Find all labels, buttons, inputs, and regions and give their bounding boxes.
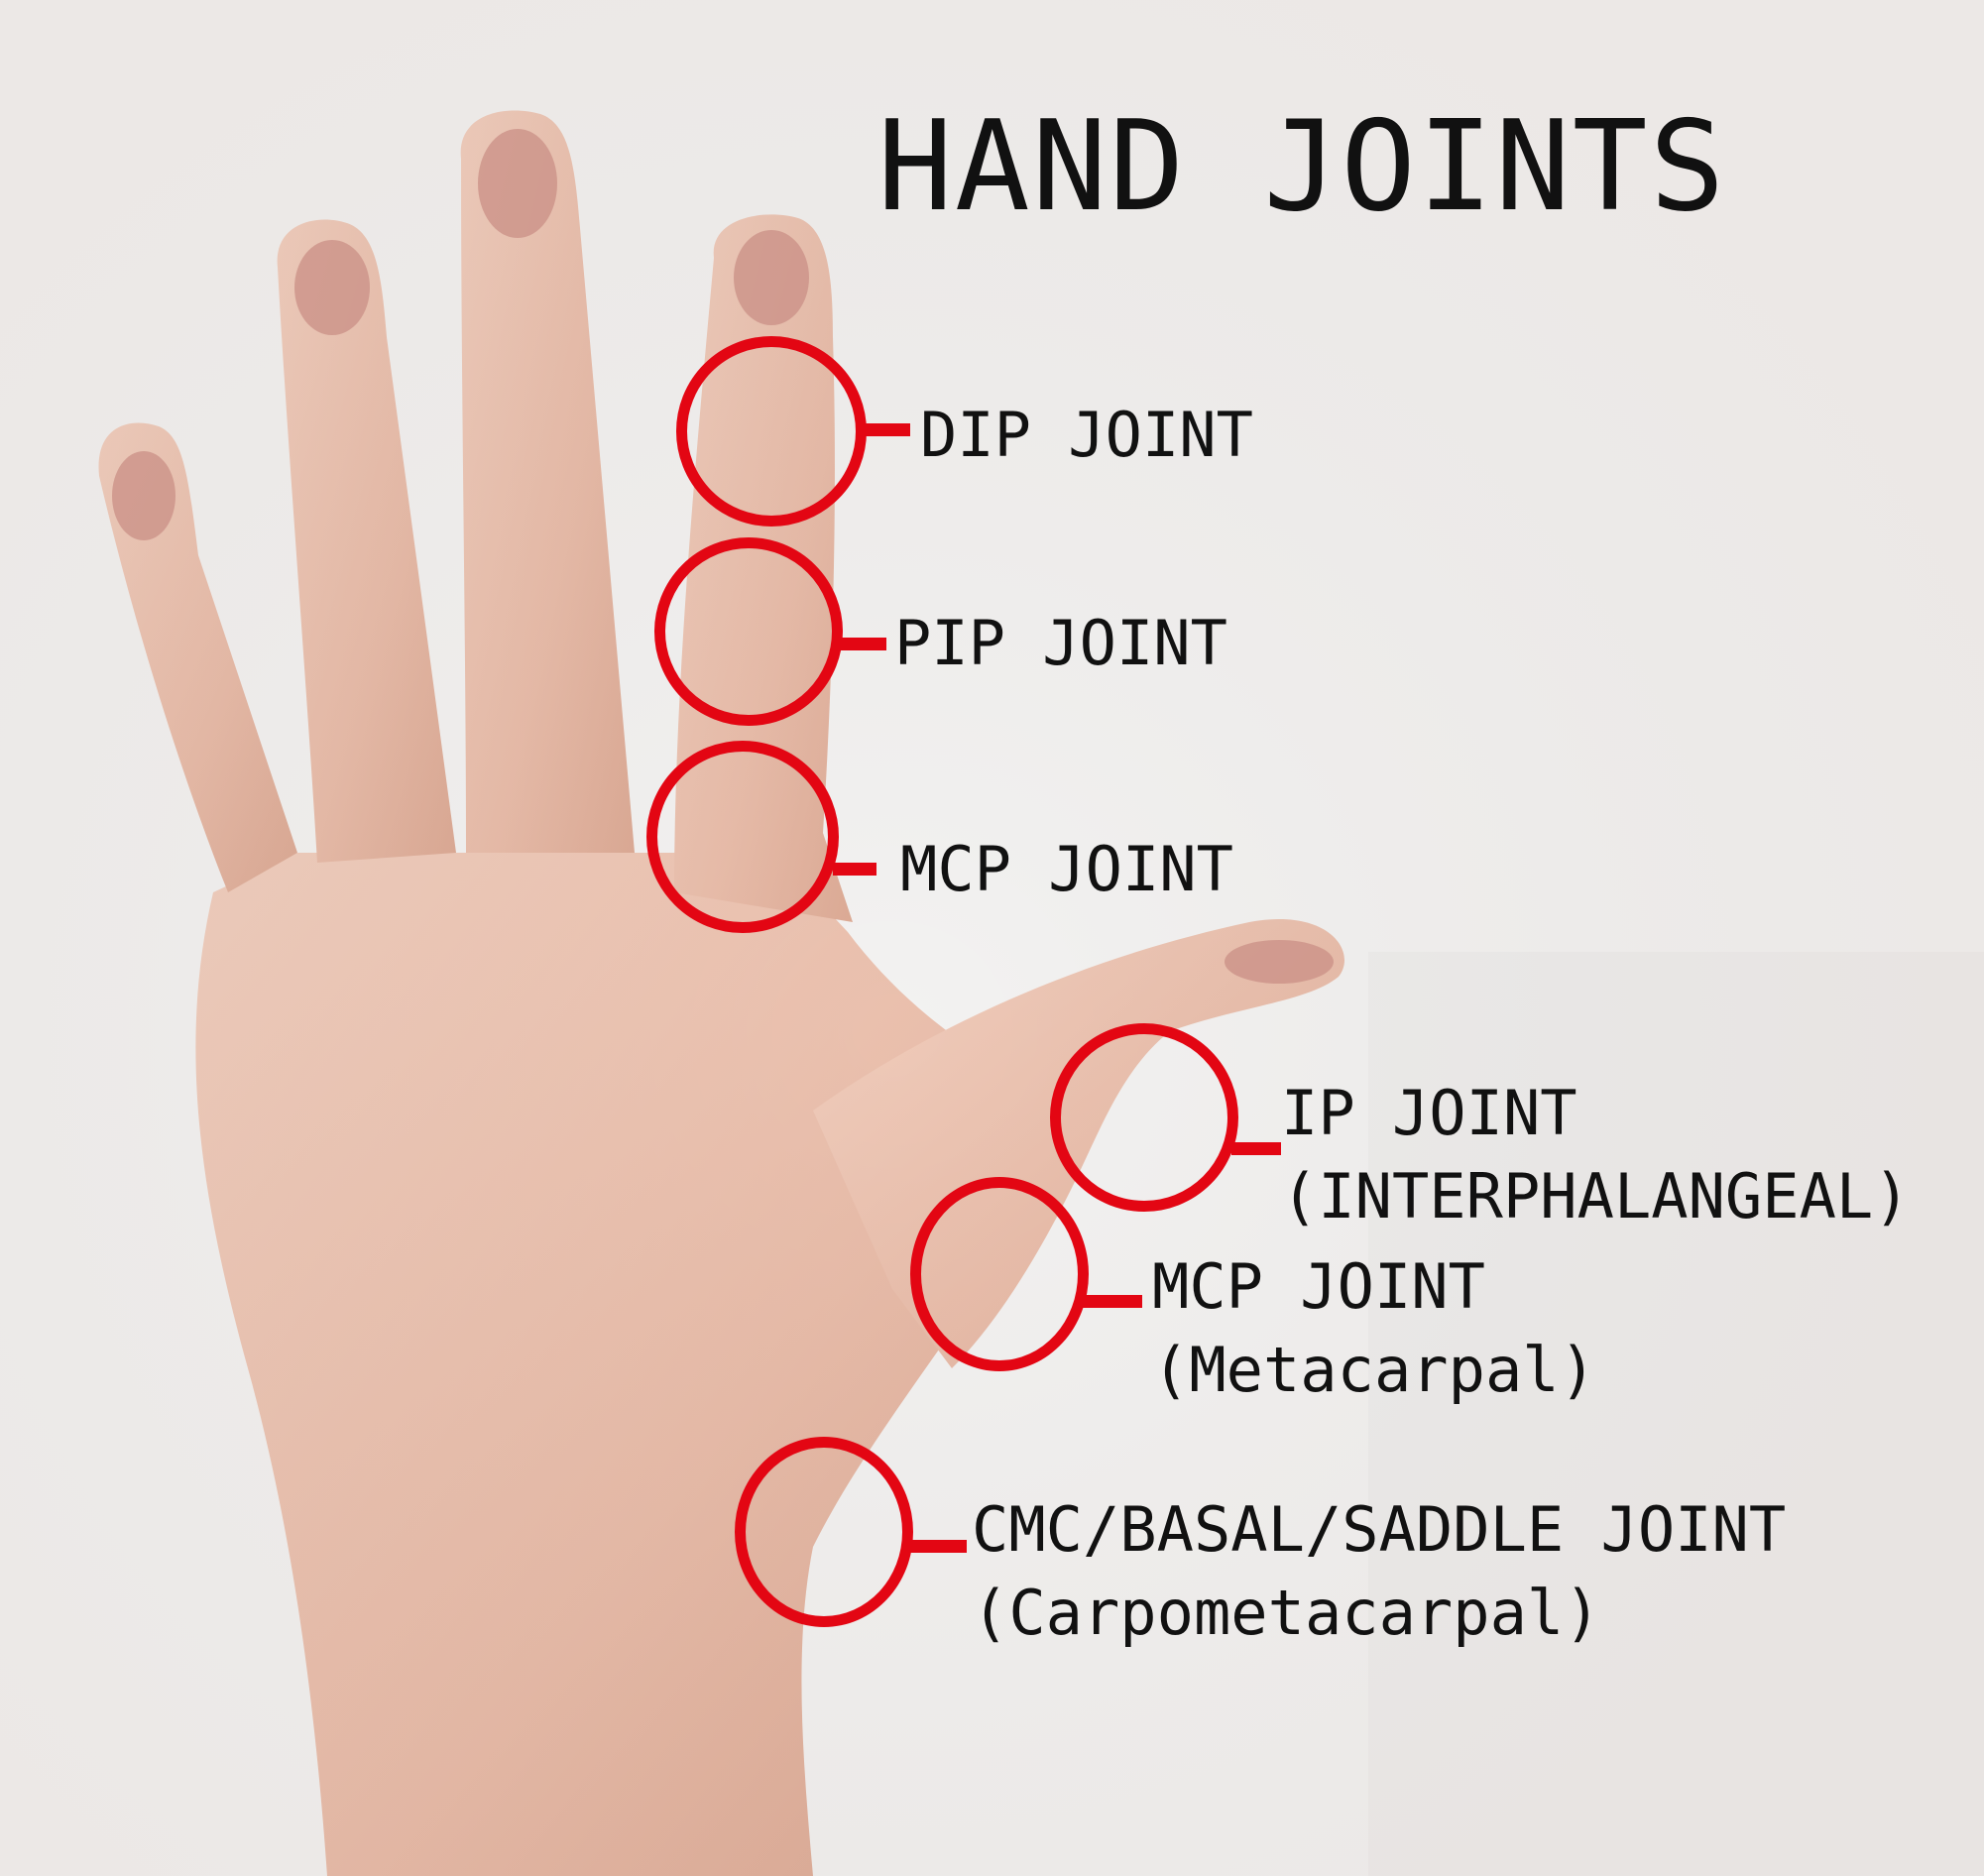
ip-thumb-joint-label: IP JOINT (INTERPHALANGEAL) [1281,1072,1911,1238]
dip-joint-leader [861,423,910,436]
dip-joint-label: DIP JOINT [920,394,1253,477]
cmc-joint-name: CMC/BASAL/SADDLE JOINT [972,1493,1787,1566]
mcp-thumb-joint-leader [1083,1295,1142,1308]
dip-joint-name: DIP JOINT [920,399,1253,471]
pip-joint-leader [837,638,886,650]
mcp-thumb-joint-name: MCP JOINT [1152,1250,1485,1323]
mcp-thumb-joint-fullname: (Metacarpal) [1152,1334,1596,1406]
mcp-finger-joint-name: MCP JOINT [900,833,1233,905]
page-title: HAND JOINTS [877,93,1727,239]
mcp-finger-joint-label: MCP JOINT [900,828,1233,911]
cmc-joint-leader [907,1540,967,1553]
cmc-joint-label: CMC/BASAL/SADDLE JOINT (Carpometacarpal) [972,1488,1786,1655]
ip-thumb-joint-fullname: (INTERPHALANGEAL) [1281,1160,1911,1232]
ip-thumb-joint-leader [1231,1142,1281,1155]
pip-joint-label: PIP JOINT [894,602,1227,685]
cmc-joint-fullname: (Carpometacarpal) [972,1577,1601,1649]
fingernails [112,129,1334,984]
mcp-finger-joint-leader [833,863,876,876]
ip-thumb-joint-name: IP JOINT [1281,1077,1577,1149]
ip-thumb-joint-marker [1050,1023,1238,1212]
mcp-thumb-joint-marker [910,1177,1089,1371]
pip-joint-name: PIP JOINT [894,607,1227,679]
pip-joint-marker [654,537,843,726]
mcp-thumb-joint-label: MCP JOINT (Metacarpal) [1152,1245,1596,1412]
dip-joint-marker [676,336,867,527]
cmc-joint-marker [735,1437,913,1627]
mcp-finger-joint-marker [646,741,839,933]
